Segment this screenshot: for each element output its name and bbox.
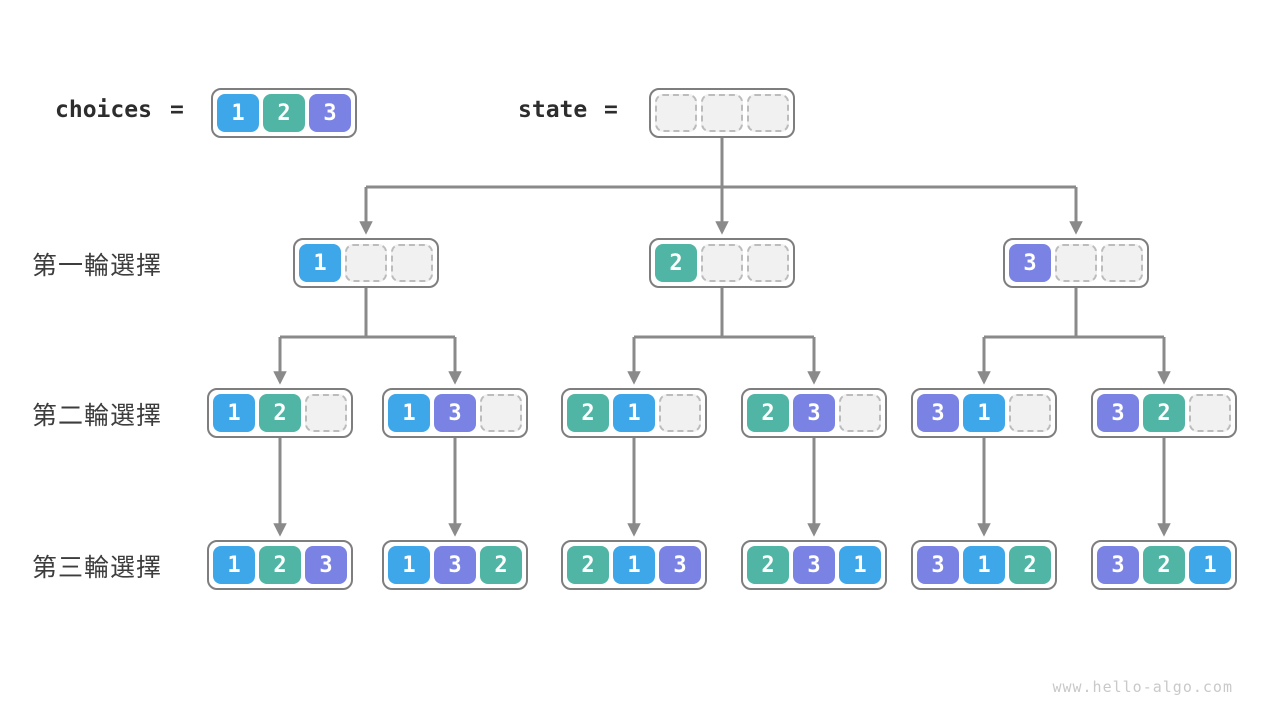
- empty-slot-cell: [480, 394, 522, 432]
- row-label-round-1: 第一輪選擇: [32, 252, 163, 280]
- value-cell-1: 1: [213, 394, 255, 432]
- value-cell-3: 3: [793, 394, 835, 432]
- empty-slot-cell: [345, 244, 387, 282]
- value-cell-2: 2: [1143, 546, 1185, 584]
- value-cell-1: 1: [613, 394, 655, 432]
- state-box: [649, 88, 795, 138]
- empty-slot-cell: [839, 394, 881, 432]
- value-cell-2: 2: [1009, 546, 1051, 584]
- row-label-round-2: 第二輪選擇: [32, 402, 163, 430]
- state-label: state: [518, 97, 588, 123]
- value-cell-3: 3: [917, 546, 959, 584]
- value-cell-1: 1: [963, 394, 1005, 432]
- value-cell-2: 2: [747, 546, 789, 584]
- value-cell-3: 3: [434, 546, 476, 584]
- empty-slot-cell: [701, 94, 743, 132]
- value-cell-3: 3: [1097, 546, 1139, 584]
- value-cell-3: 3: [793, 546, 835, 584]
- empty-slot-cell: [305, 394, 347, 432]
- value-cell-3: 3: [1097, 394, 1139, 432]
- empty-slot-cell: [1055, 244, 1097, 282]
- value-cell-2: 2: [259, 394, 301, 432]
- value-cell-3: 3: [917, 394, 959, 432]
- value-cell-2: 2: [263, 94, 305, 132]
- value-cell-1: 1: [213, 546, 255, 584]
- value-cell-1: 1: [217, 94, 259, 132]
- choices-equals: =: [170, 97, 184, 123]
- value-cell-1: 1: [963, 546, 1005, 584]
- value-cell-1: 1: [299, 244, 341, 282]
- tree-node-level1-1: 1: [293, 238, 439, 288]
- empty-slot-cell: [1009, 394, 1051, 432]
- value-cell-2: 2: [480, 546, 522, 584]
- value-cell-3: 3: [434, 394, 476, 432]
- choices-label: choices: [55, 97, 152, 123]
- empty-slot-cell: [701, 244, 743, 282]
- value-cell-3: 3: [305, 546, 347, 584]
- empty-slot-cell: [391, 244, 433, 282]
- value-cell-3: 3: [659, 546, 701, 584]
- empty-slot-cell: [659, 394, 701, 432]
- value-cell-3: 3: [1009, 244, 1051, 282]
- value-cell-1: 1: [388, 394, 430, 432]
- row-label-round-3: 第三輪選擇: [32, 554, 163, 582]
- value-cell-2: 2: [1143, 394, 1185, 432]
- empty-slot-cell: [747, 244, 789, 282]
- value-cell-2: 2: [747, 394, 789, 432]
- empty-slot-cell: [655, 94, 697, 132]
- tree-node-level1-2: 2: [649, 238, 795, 288]
- value-cell-1: 1: [613, 546, 655, 584]
- value-cell-2: 2: [567, 394, 609, 432]
- value-cell-1: 1: [388, 546, 430, 584]
- value-cell-1: 1: [1189, 546, 1231, 584]
- empty-slot-cell: [1189, 394, 1231, 432]
- empty-slot-cell: [1101, 244, 1143, 282]
- value-cell-2: 2: [567, 546, 609, 584]
- state-equals: =: [604, 97, 618, 123]
- watermark: www.hello-algo.com: [1052, 678, 1233, 696]
- value-cell-2: 2: [655, 244, 697, 282]
- tree-node-level1-3: 3: [1003, 238, 1149, 288]
- value-cell-3: 3: [309, 94, 351, 132]
- empty-slot-cell: [747, 94, 789, 132]
- value-cell-1: 1: [839, 546, 881, 584]
- value-cell-2: 2: [259, 546, 301, 584]
